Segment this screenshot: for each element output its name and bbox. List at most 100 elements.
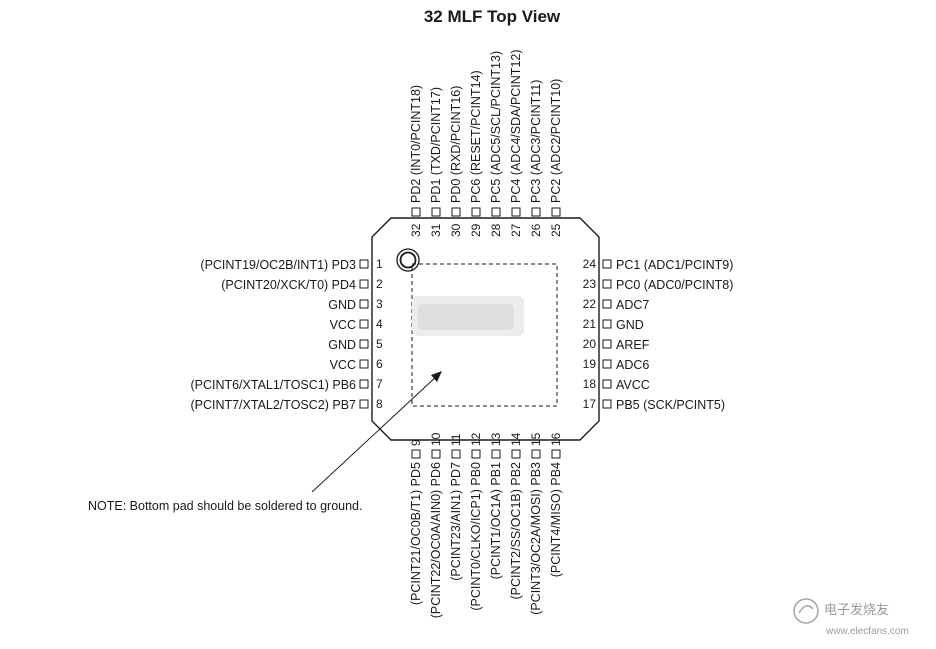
pin-label: (PCINT23/AIN1) PD7 <box>449 462 463 581</box>
pin-number: 5 <box>376 337 383 351</box>
pin-pad-left <box>359 259 369 269</box>
pin-pad-top <box>471 207 481 217</box>
watermark-logo-icon <box>793 598 819 624</box>
pin-label: PC0 (ADC0/PCINT8) <box>616 278 733 292</box>
pin-number: 10 <box>429 432 443 446</box>
pin-label: GND <box>328 298 356 312</box>
pin-number: 29 <box>469 223 483 237</box>
pin-number: 3 <box>376 297 383 311</box>
pin-number: 26 <box>529 223 543 237</box>
pin-number: 32 <box>409 223 423 237</box>
pin-number: 19 <box>583 357 597 371</box>
pin-pad-top <box>431 207 441 217</box>
pin-pad-bottom <box>471 449 481 459</box>
pin-number: 15 <box>529 432 543 446</box>
pin-number: 20 <box>583 337 597 351</box>
pin-pad-top <box>531 207 541 217</box>
pin-pad-bottom <box>411 449 421 459</box>
pins-left: 1(PCINT19/OC2B/INT1) PD32(PCINT20/XCK/T0… <box>190 257 383 412</box>
pin-pad-bottom <box>431 449 441 459</box>
pin-label: (PCINT0/CLKO/ICP1) PB0 <box>469 462 483 611</box>
pin-label: GND <box>616 318 644 332</box>
pin-pad-bottom <box>551 449 561 459</box>
pin-pad-top <box>511 207 521 217</box>
pin-label: PB5 (SCK/PCINT5) <box>616 398 725 412</box>
pin-number: 16 <box>549 432 563 446</box>
pin-label: (PCINT6/XTAL1/TOSC1) PB6 <box>190 378 356 392</box>
bottom-pad-outline <box>411 263 558 407</box>
pin1-marker-outer <box>396 248 420 272</box>
pin-number: 27 <box>509 223 523 237</box>
pin-pad-left <box>359 339 369 349</box>
pin-pad-left <box>359 299 369 309</box>
pin-label: PD0 (RXD/PCINT16) <box>449 86 463 203</box>
pin-number: 6 <box>376 357 383 371</box>
watermark-url: www.elecfans.com <box>825 626 909 637</box>
pin-label: PD1 (TXD/PCINT17) <box>429 87 443 203</box>
pin-number: 22 <box>583 297 597 311</box>
pin-number: 1 <box>376 257 383 271</box>
pin-number: 9 <box>409 439 423 446</box>
pin-number: 31 <box>429 223 443 237</box>
pin-label: GND <box>328 338 356 352</box>
pin-pad-right <box>602 279 612 289</box>
pin-label: (PCINT7/XTAL2/TOSC2) PB7 <box>190 398 356 412</box>
pin-pad-top <box>411 207 421 217</box>
pin-label: (PCINT21/OC0B/T1) PD5 <box>409 462 423 605</box>
pin-label: VCC <box>330 358 356 372</box>
pin-label: VCC <box>330 318 356 332</box>
diagram-title: 32 MLF Top View <box>424 7 561 26</box>
pin-pad-right <box>602 299 612 309</box>
pin-label: PD2 (INT0/PCINT18) <box>409 85 423 203</box>
pin-pad-bottom <box>491 449 501 459</box>
pin-pad-right <box>602 339 612 349</box>
pin-label: PC6 (RESET/PCINT14) <box>469 70 483 203</box>
watermark-name: 电子发烧友 <box>824 602 889 617</box>
note-arrow-line <box>311 374 439 493</box>
blurred-logo-area <box>412 296 524 336</box>
pins-bottom: 9(PCINT21/OC0B/T1) PD510(PCINT22/OC0A/AI… <box>409 432 563 618</box>
pin-label: PC1 (ADC1/PCINT9) <box>616 258 733 272</box>
pin-label: (PCINT19/OC2B/INT1) PD3 <box>200 258 356 272</box>
pin-number: 30 <box>449 223 463 237</box>
pin-number: 23 <box>583 277 597 291</box>
pin-label: ADC7 <box>616 298 649 312</box>
pin-number: 17 <box>583 397 597 411</box>
pin-pad-top <box>451 207 461 217</box>
pin-pad-bottom <box>511 449 521 459</box>
pins-top: 32 PD2 (INT0/PCINT18) 31 PD1 (TXD/PCINT17) 3… <box>409 49 563 237</box>
pin-pad-right <box>602 399 612 409</box>
pin-number: 4 <box>376 317 383 331</box>
pin-label: (PCINT1/OC1A) PB1 <box>489 462 503 579</box>
pin-number: 12 <box>469 432 483 446</box>
pin-pad-bottom <box>451 449 461 459</box>
pin-number: 8 <box>376 397 383 411</box>
pin-number: 25 <box>549 223 563 237</box>
pin-number: 14 <box>509 432 523 446</box>
pin-pad-left <box>359 319 369 329</box>
pin-label: AREF <box>616 338 650 352</box>
note-text: NOTE: Bottom pad should be soldered to g… <box>88 499 362 513</box>
pin-label: PC4 (ADC4/SDA/PCINT12) <box>509 49 523 203</box>
pin-label: PC5 (ADC5/SCL/PCINT13) <box>489 51 503 203</box>
note-arrow-head <box>431 371 442 382</box>
pin-number: 7 <box>376 377 383 391</box>
pin-number: 28 <box>489 223 503 237</box>
pin-pad-right <box>602 259 612 269</box>
pin-pad-left <box>359 399 369 409</box>
watermark: 电子发烧友 www.elecfans.com <box>793 598 909 637</box>
pin-pad-left <box>359 279 369 289</box>
pin-number: 21 <box>583 317 597 331</box>
pin-label: (PCINT20/XCK/T0) PD4 <box>221 278 356 292</box>
pin-number: 13 <box>489 432 503 446</box>
pin-label: (PCINT2/SS/OC1B) PB2 <box>509 462 523 600</box>
pin-pad-bottom <box>531 449 541 459</box>
pin-label: ADC6 <box>616 358 649 372</box>
pin-label: (PCINT3/OC2A/MOSI) PB3 <box>529 462 543 615</box>
pin-label: (PCINT4/MISO) PB4 <box>549 462 563 577</box>
pin-number: 11 <box>449 433 463 446</box>
pin-pad-top <box>491 207 501 217</box>
pin-number: 18 <box>583 377 597 391</box>
